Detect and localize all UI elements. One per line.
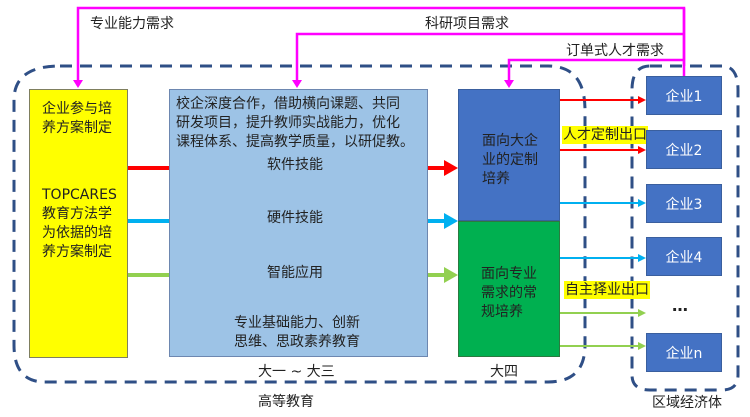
custom-training-box (458, 89, 560, 221)
higher-education-label: 高等教育 (258, 394, 314, 410)
enterprise-1: 企业1 (646, 76, 722, 115)
intelligent-app-label: 智能应用 (267, 265, 323, 281)
hardware-skill-label: 硬件技能 (267, 210, 323, 226)
yellow-line-6: 养方案制定 (42, 244, 112, 260)
foundation-text-2: 思维、思政素养教育 (234, 334, 360, 350)
higher-education-dashed-boundary (12, 64, 587, 384)
enterprise-4: 企业4 (646, 237, 722, 276)
research-demand-line (295, 32, 684, 86)
regular-training-box (458, 221, 560, 357)
custom-exit-label: 人才定制出口 (562, 126, 648, 144)
yellow-line-5: 为依据的培 (42, 225, 112, 241)
foundation-text-1: 专业基础能力、创新 (234, 315, 360, 331)
order-demand-label: 订单式人才需求 (566, 43, 664, 59)
ellipsis: … (672, 296, 688, 315)
software-skill-label: 软件技能 (267, 157, 323, 173)
yellow-line-3: TOPCARES (42, 187, 117, 203)
regular-training-line-2: 需求的常 (481, 285, 537, 301)
yellow-line-4: 教育方法学 (42, 206, 112, 222)
order-demand-line (507, 58, 684, 86)
yellow-line-2: 养方案制定 (42, 120, 112, 136)
years-1-3-label: 大一 ~ 大三 (258, 364, 335, 380)
output-arrows (560, 96, 646, 350)
research-demand-label: 科研项目需求 (425, 16, 509, 32)
regular-training-line-1: 面向专业 (481, 266, 537, 282)
custom-training-line-1: 面向大企 (482, 133, 538, 149)
professional-demand-label: 专业能力需求 (90, 16, 174, 32)
custom-training-line-2: 业的定制 (482, 152, 538, 168)
regional-economy-label: 区域经济体 (652, 395, 722, 411)
regular-training-line-3: 规培养 (481, 304, 523, 320)
free-exit-label: 自主择业出口 (564, 281, 650, 299)
enterprise-3: 企业3 (646, 184, 722, 223)
enterprise-n: 企业n (646, 333, 722, 372)
yellow-line-1: 企业参与培 (42, 101, 112, 117)
years-1-3-box (169, 89, 428, 357)
cooperation-text-3: 课程体系、提高教学质量，以研促教。 (176, 134, 414, 150)
regional-economy-dashed-boundary (630, 64, 740, 392)
cooperation-text-1: 校企深度合作，借助横向课题、共同 (176, 96, 400, 112)
year-4-label: 大四 (490, 364, 518, 380)
enterprise-2: 企业2 (646, 130, 722, 169)
training-plan-box (29, 89, 128, 358)
custom-training-line-3: 培养 (482, 171, 510, 187)
cooperation-text-2: 研发项目，提升教师实战能力，优化 (176, 115, 400, 131)
